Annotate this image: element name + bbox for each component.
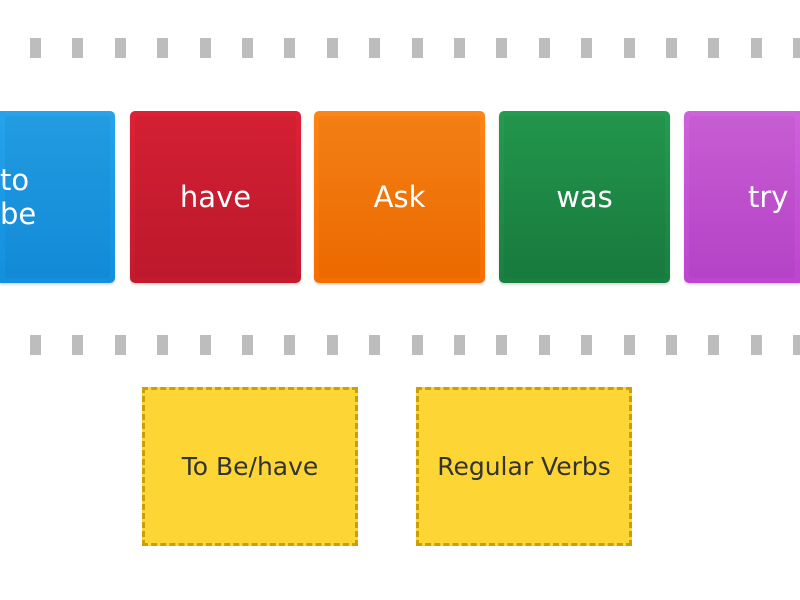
slot-dash [666,335,677,355]
category-label: Regular Verbs [437,452,611,481]
slot-dash [326,38,338,58]
slot-dash [369,335,381,355]
slot-dash [411,38,423,58]
tile-label: have [179,180,252,214]
slot-dash [793,38,800,58]
slot-dash [538,335,550,355]
slot-dash [30,335,41,355]
category-box-regular-verbs[interactable]: Regular Verbs [416,387,632,546]
tile-label: was [556,180,613,214]
slot-dash [114,335,126,355]
word-tile-to-be[interactable]: to be [0,111,115,283]
slot-dash [454,38,465,58]
slot-dash [666,38,677,58]
slot-dash [454,335,465,355]
slot-dash [369,38,381,58]
slot-dash [72,335,84,355]
slot-dash [157,38,169,58]
category-box-to-be-have[interactable]: To Be/have [142,387,358,546]
slot-dash [284,335,296,355]
slot-dash [114,38,126,58]
slot-dash [623,335,635,355]
slot-dash [242,335,253,355]
slot-dash [708,38,720,58]
slot-dash [623,38,635,58]
slot-dash [581,335,593,355]
slot-dash [411,335,423,355]
slot-dash [538,38,550,58]
slot-dash [199,335,211,355]
slot-dash [496,335,508,355]
drop-slot-row-top [0,38,800,58]
drop-slot-row-bottom [0,335,800,355]
word-tile-ask[interactable]: Ask [314,111,485,283]
slot-dash [581,38,593,58]
slot-dash [199,38,211,58]
slot-dash [326,335,338,355]
slot-dash [30,38,41,58]
slot-dash [750,38,762,58]
slot-dash [284,38,296,58]
slot-dash [793,335,800,355]
word-tile-was[interactable]: was [499,111,670,283]
tile-label: to be [0,163,37,231]
slot-dash [496,38,508,58]
word-tile-try[interactable]: try [684,111,800,283]
slot-dash [750,335,762,355]
slot-dash [72,38,84,58]
tile-label: try [748,180,789,214]
slot-dash [242,38,253,58]
tile-label: Ask [373,180,426,214]
category-label: To Be/have [181,452,319,481]
word-tile-have[interactable]: have [130,111,301,283]
slot-dash [708,335,720,355]
slot-dash [157,335,169,355]
